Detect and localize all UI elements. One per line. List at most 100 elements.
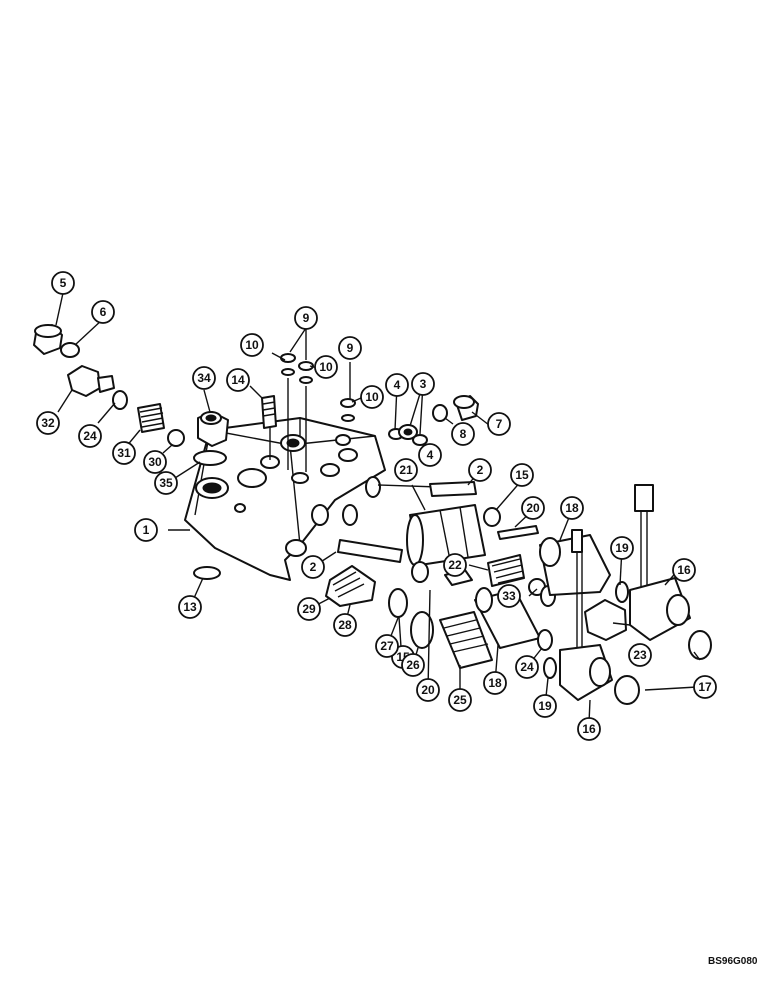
callout-label: 18	[565, 501, 579, 515]
callout-3: 3	[411, 372, 435, 396]
callout-circle	[487, 412, 511, 436]
callout-label: 33	[502, 589, 516, 603]
callout-label: 32	[41, 416, 55, 430]
callout-label: 34	[197, 371, 211, 385]
top-parts	[193, 353, 356, 472]
callout-label: 35	[159, 476, 173, 490]
callout-label: 15	[515, 468, 529, 482]
callout-label: 20	[421, 683, 435, 697]
callout-30: 30	[143, 450, 167, 474]
callout-28: 28	[333, 613, 357, 637]
callout-label: 6	[100, 305, 107, 319]
callout-circle	[36, 411, 60, 435]
callout-label: 17	[698, 680, 712, 694]
callout-circle	[112, 441, 136, 465]
callout-26: 26	[401, 653, 425, 677]
callout-circle	[134, 518, 158, 542]
callout-label: 9	[303, 311, 310, 325]
callout-label: 18	[488, 676, 502, 690]
callout-10: 10	[360, 385, 384, 409]
callout-label: 4	[427, 448, 434, 462]
callout-19: 19	[533, 694, 557, 718]
callout-circle	[497, 584, 521, 608]
callout-14: 14	[226, 368, 250, 392]
callout-label: 19	[615, 541, 629, 555]
callout-circle	[394, 458, 418, 482]
callout-35: 35	[154, 471, 178, 495]
callout-24: 24	[515, 655, 539, 679]
callout-circle	[401, 653, 425, 677]
callout-29: 29	[297, 597, 321, 621]
callout-17: 17	[693, 675, 717, 699]
callout-10: 10	[314, 355, 338, 379]
callout-label: 28	[338, 618, 352, 632]
callout-31: 31	[112, 441, 136, 465]
callout-label: 1	[143, 523, 150, 537]
callout-4: 4	[418, 443, 442, 467]
callout-20: 20	[521, 496, 545, 520]
callout-circle	[443, 553, 467, 577]
callout-circle	[78, 424, 102, 448]
callout-label: 10	[245, 338, 259, 352]
callout-20: 20	[416, 678, 440, 702]
callout-18: 18	[560, 496, 584, 520]
callout-9: 9	[294, 306, 318, 330]
callout-23: 23	[628, 643, 652, 667]
callout-label: 21	[399, 463, 413, 477]
callout-label: 24	[520, 660, 534, 674]
upper-right-parts	[388, 395, 479, 446]
callout-circle	[294, 306, 318, 330]
callout-circle	[577, 717, 601, 741]
callout-circle	[385, 373, 409, 397]
callout-label: 16	[677, 563, 691, 577]
callout-1: 1	[134, 518, 158, 542]
callout-33: 33	[497, 584, 521, 608]
callout-circle	[192, 366, 216, 390]
callout-circle	[672, 558, 696, 582]
callout-circle	[418, 443, 442, 467]
callout-circle	[375, 634, 399, 658]
callout-circle	[521, 496, 545, 520]
figure-code: BS96G080	[708, 956, 758, 967]
lower-middle-parts	[193, 561, 557, 679]
callout-label: 8	[460, 427, 467, 441]
callout-9: 9	[338, 336, 362, 360]
callout-circle	[411, 372, 435, 396]
callout-6: 6	[91, 300, 115, 324]
callout-15: 15	[510, 463, 534, 487]
callout-18: 18	[483, 671, 507, 695]
callout-label: 27	[380, 639, 394, 653]
callout-circle	[515, 655, 539, 679]
callout-circle	[143, 450, 167, 474]
callout-16: 16	[577, 717, 601, 741]
callout-label: 20	[526, 501, 540, 515]
callout-4: 4	[385, 373, 409, 397]
callout-7: 7	[487, 412, 511, 436]
callout-label: 23	[633, 648, 647, 662]
callout-label: 3	[420, 377, 427, 391]
callout-2: 2	[468, 458, 492, 482]
callout-34: 34	[192, 366, 216, 390]
callout-circle	[226, 368, 250, 392]
callout-label: 31	[117, 446, 131, 460]
callout-circle	[610, 536, 634, 560]
callout-circle	[301, 555, 325, 579]
callout-circle	[240, 333, 264, 357]
left-parts	[33, 324, 185, 447]
callout-circle	[468, 458, 492, 482]
callout-label: 9	[347, 341, 354, 355]
callout-27: 27	[375, 634, 399, 658]
callout-label: 7	[496, 417, 503, 431]
callout-label: 16	[582, 722, 596, 736]
callout-8: 8	[451, 422, 475, 446]
callout-label: 2	[477, 463, 484, 477]
callout-circle	[154, 471, 178, 495]
callout-circle	[338, 336, 362, 360]
callout-label: 5	[60, 276, 67, 290]
callout-label: 26	[406, 658, 420, 672]
callout-label: 22	[448, 558, 462, 572]
callout-label: 19	[538, 699, 552, 713]
callout-circle	[628, 643, 652, 667]
callout-circle	[178, 595, 202, 619]
